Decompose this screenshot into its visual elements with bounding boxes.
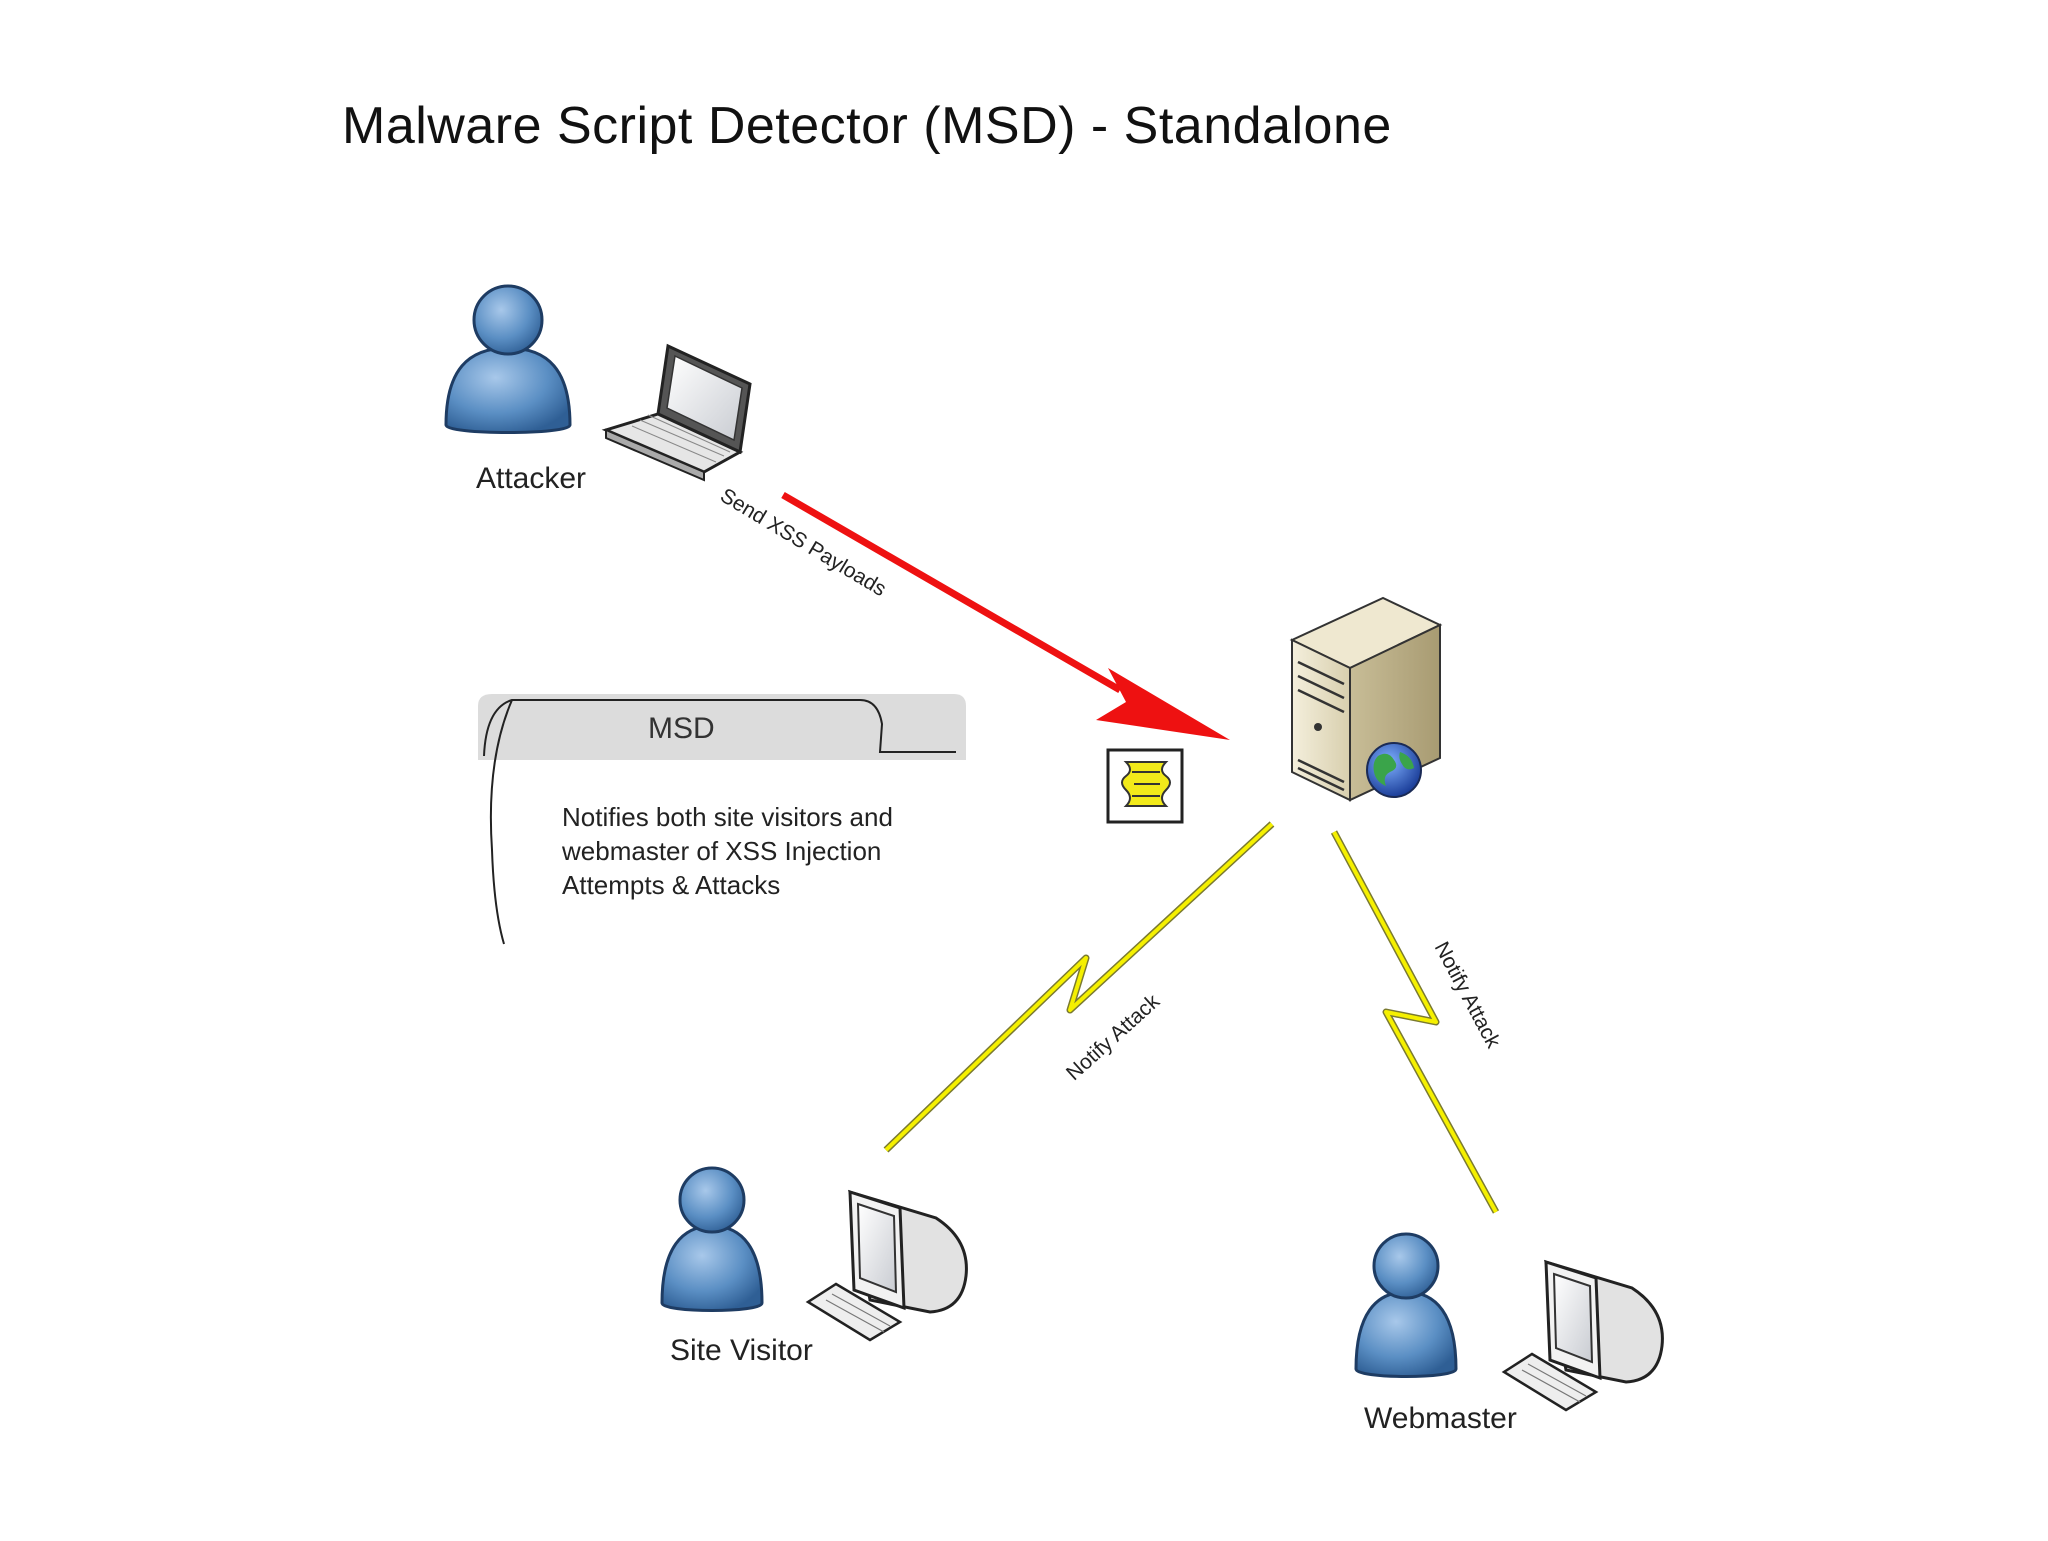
site-visitor-person-icon: [660, 1166, 764, 1312]
attacker-person-icon: [444, 284, 572, 434]
msd-note-line: webmaster of XSS Injection: [562, 836, 882, 866]
laptop-icon: [601, 343, 752, 482]
msd-note-line: Notifies both site visitors and: [562, 802, 893, 832]
site-visitor-label: Site Visitor: [670, 1334, 813, 1367]
diagram-title: Malware Script Detector (MSD) - Standalo…: [342, 97, 1392, 155]
desktop-computer-icon: [1501, 1259, 1664, 1412]
script-document-icon: [1106, 748, 1184, 824]
msd-note-text: Notifies both site visitors and webmaste…: [562, 800, 893, 902]
notify-visitor-lightning: [883, 821, 1275, 1153]
attack-arrow: [781, 491, 1230, 740]
webmaster-label: Webmaster: [1364, 1402, 1517, 1435]
desktop-computer-icon: [805, 1189, 968, 1342]
msd-note-panel: [478, 694, 966, 945]
notify-webmaster-lightning: [1330, 830, 1500, 1214]
globe-icon: [1366, 742, 1422, 798]
webmaster-person-icon: [1354, 1232, 1458, 1378]
msd-note-line: Attempts & Attacks: [562, 870, 781, 900]
msd-tab-label: MSD: [648, 712, 715, 745]
attacker-label: Attacker: [476, 462, 587, 495]
